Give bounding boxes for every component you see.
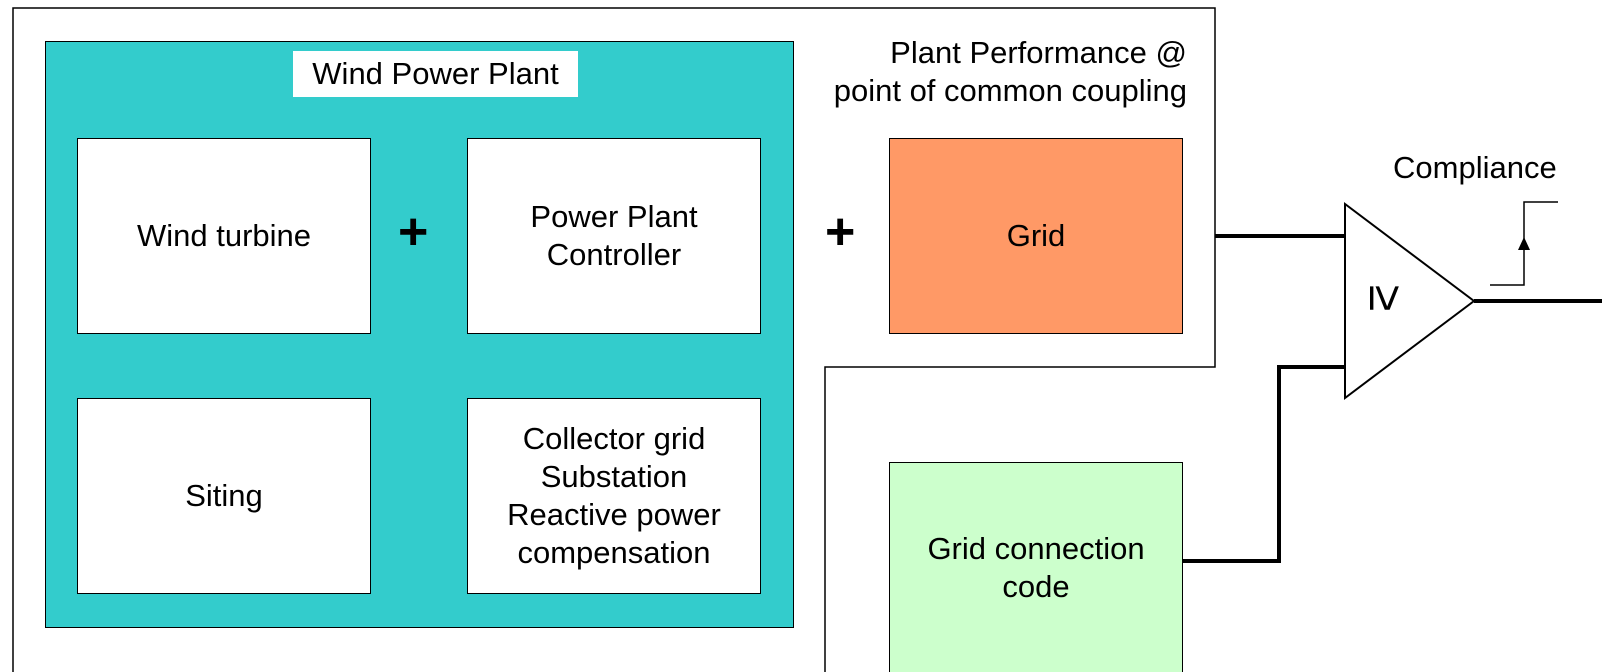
plus-operator-inner: + <box>398 203 429 261</box>
code-to-comparator-wire <box>1183 365 1345 563</box>
grid-box: Grid <box>889 138 1183 334</box>
siting-box: Siting <box>77 398 371 594</box>
step-signal-icon <box>1490 201 1558 286</box>
comparator-symbol: ≥ <box>1359 284 1413 312</box>
plant-performance-label: Plant Performance @ point of common coup… <box>833 35 1187 108</box>
plus-operator-outer: + <box>825 203 856 261</box>
collector-grid-box: Collector grid Substation Reactive power… <box>467 398 761 594</box>
compliance-label: Compliance <box>1393 150 1557 185</box>
grid-connection-code-box: Grid connection code <box>889 462 1183 672</box>
power-plant-controller-box: Power Plant Controller <box>467 138 761 334</box>
plant-title: Wind Power Plant <box>293 51 578 97</box>
step-arrow-icon <box>1518 237 1530 250</box>
wind-turbine-box: Wind turbine <box>77 138 371 334</box>
